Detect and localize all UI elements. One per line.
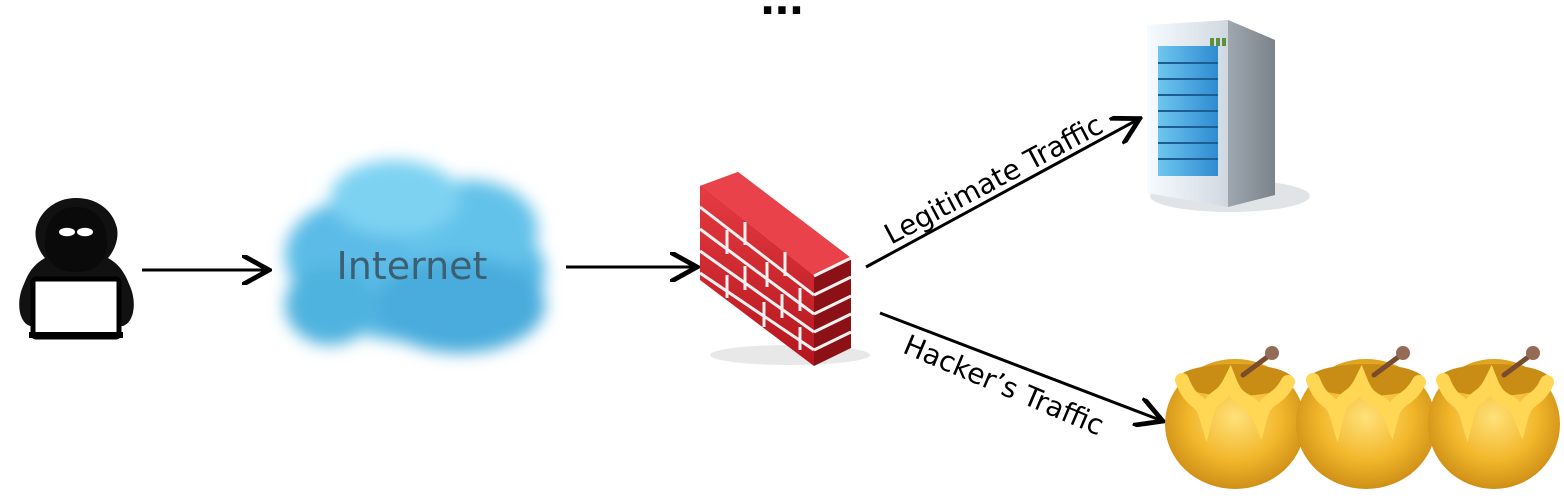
hooded-hacker-laptop-icon bbox=[19, 198, 134, 340]
legitimate-traffic-label: Legitimate Traffic bbox=[879, 108, 1108, 251]
title-fragment: ... bbox=[760, 0, 803, 26]
hackers-traffic-label: Hacker’s Traffic bbox=[899, 328, 1109, 442]
honey-pot-icon bbox=[1296, 346, 1436, 489]
cloud-label: Internet bbox=[337, 244, 488, 288]
honey-pots-group bbox=[1165, 346, 1560, 489]
firewall-brick-wall-icon bbox=[699, 172, 870, 366]
internet-cloud-icon: Internet bbox=[285, 160, 545, 353]
honey-pot-icon bbox=[1165, 346, 1305, 489]
honey-pot-icon bbox=[1428, 346, 1560, 489]
arrow-legitimate-traffic bbox=[865, 120, 1137, 269]
server-tower-icon bbox=[1147, 20, 1310, 212]
arrow-hacker-traffic bbox=[879, 311, 1160, 420]
